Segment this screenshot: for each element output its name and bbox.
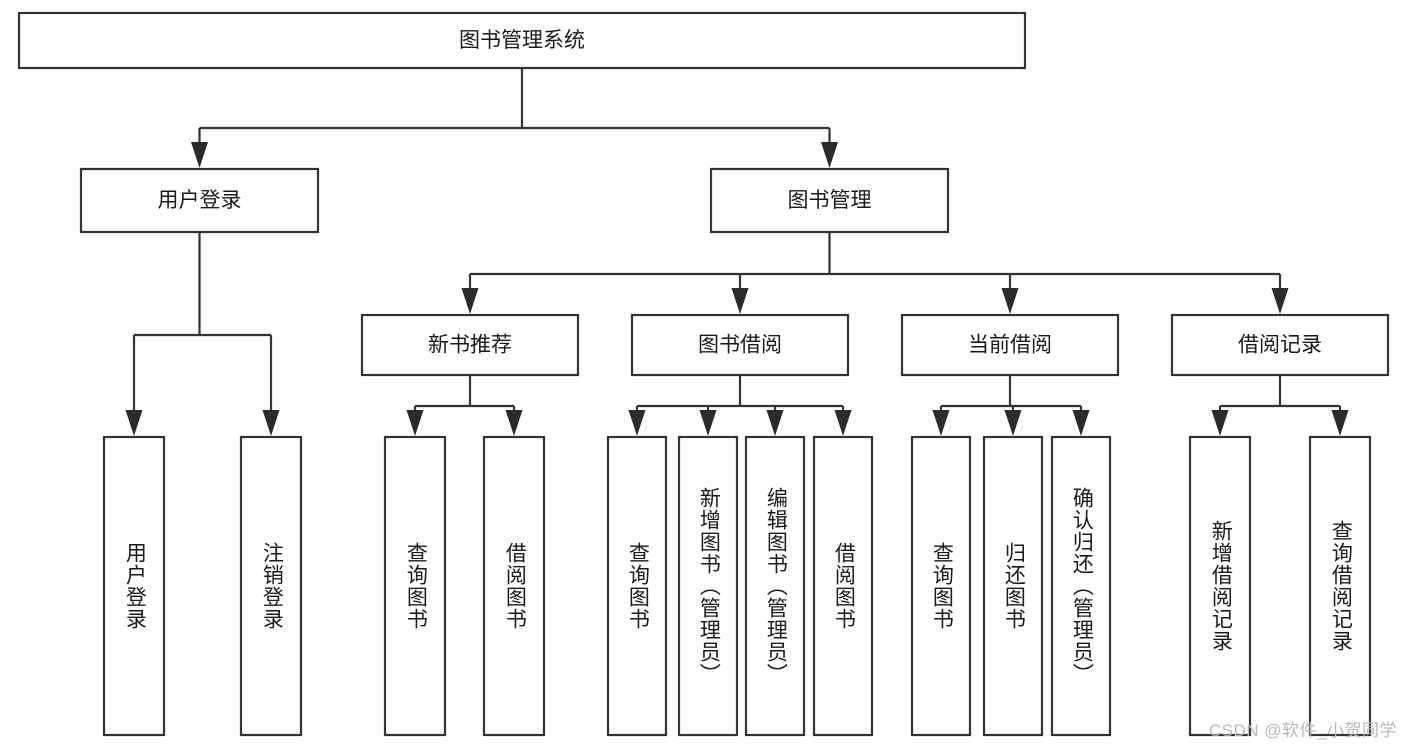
node-box-确认归还管理员[interactable] [1050, 435, 1112, 737]
node-label-用户登录: 用户登录 [158, 189, 242, 212]
node-box-查询图书[interactable] [910, 435, 972, 737]
node-label-借阅记录: 借阅记录 [1238, 334, 1322, 357]
node-label-当前借阅: 当前借阅 [968, 334, 1052, 357]
node-box-编辑图书管理员[interactable] [744, 435, 806, 737]
node-box-注销登录[interactable] [239, 435, 303, 737]
node-box-查询图书[interactable] [383, 435, 447, 737]
node-box-新增图书管理员[interactable] [677, 435, 739, 737]
node-box-查询借阅记录[interactable] [1308, 435, 1372, 737]
node-box-用户登录[interactable] [79, 167, 320, 234]
connectors-layer [125, 68, 1349, 436]
node-box-新书推荐[interactable] [360, 313, 580, 377]
node-box-用户登录[interactable] [102, 435, 166, 737]
node-box-图书管理[interactable] [709, 167, 950, 234]
node-label-图书管理系统: 图书管理系统 [459, 29, 585, 52]
node-box-借阅图书[interactable] [482, 435, 546, 737]
node-box-借阅记录[interactable] [1170, 313, 1390, 377]
node-label-新书推荐: 新书推荐 [428, 334, 512, 357]
node-box-当前借阅[interactable] [900, 313, 1120, 377]
csdn-watermark: CSDN @软件_小贺同学 [1208, 721, 1397, 740]
node-box-图书借阅[interactable] [630, 313, 850, 377]
node-box-查询图书[interactable] [606, 435, 668, 737]
node-box-新增借阅记录[interactable] [1188, 435, 1252, 737]
node-label-图书管理: 图书管理 [788, 189, 872, 212]
node-box-归还图书[interactable] [982, 435, 1044, 737]
node-label-图书借阅: 图书借阅 [698, 334, 782, 357]
boxes-layer [17, 11, 1390, 737]
node-box-借阅图书[interactable] [812, 435, 874, 737]
node-box-图书管理系统[interactable] [17, 11, 1027, 70]
